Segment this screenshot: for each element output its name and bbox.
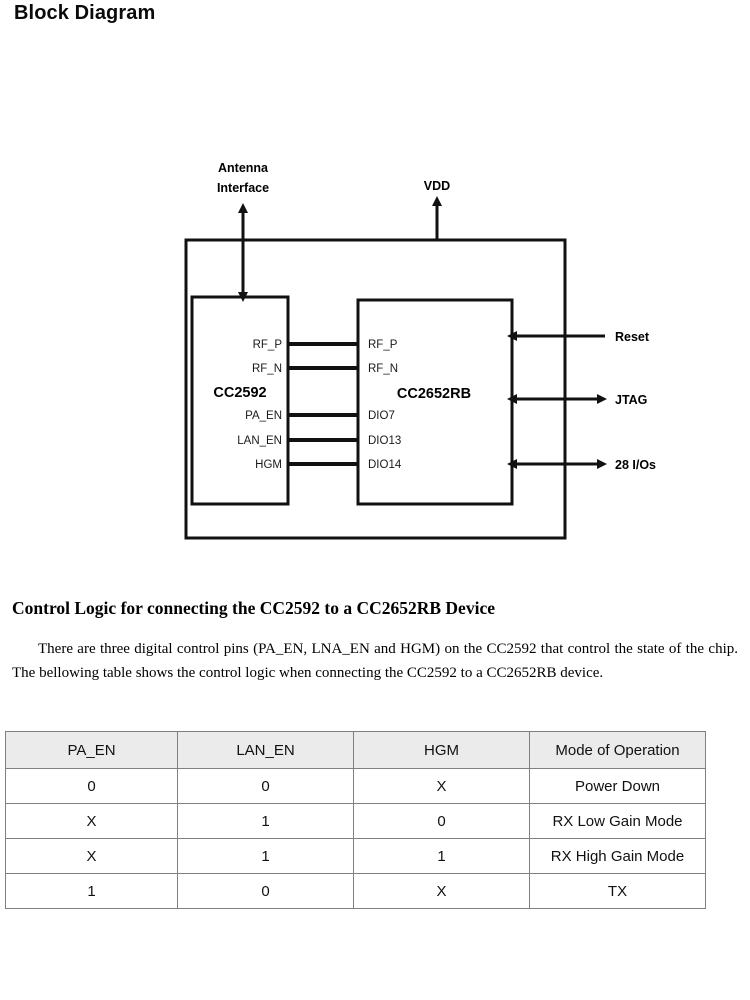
cc2592-pin-lan-en: LAN_EN	[237, 435, 282, 447]
cc2652rb-chip-label: CC2652RB	[397, 386, 471, 402]
column-header-lan-en: LAN_EN	[177, 731, 354, 769]
cell-mode: TX	[529, 873, 706, 909]
cell-hgm: 0	[353, 803, 530, 839]
table-header-row: PA_EN LAN_EN HGM Mode of Operation	[5, 731, 706, 769]
control-logic-table: PA_EN LAN_EN HGM Mode of Operation 0 0 X…	[5, 731, 706, 909]
cc2652rb-pin-dio14: DIO14	[368, 459, 402, 471]
cell-pa-en: 0	[5, 768, 178, 804]
cc2592-pin-hgm: HGM	[255, 459, 282, 471]
cc2652rb-pin-rf-n: RF_N	[368, 363, 398, 375]
cell-lan-en: 1	[177, 838, 354, 874]
cell-hgm: 1	[353, 838, 530, 874]
section-heading: Control Logic for connecting the CC2592 …	[12, 598, 495, 618]
module-outline-box	[184, 238, 567, 540]
block-diagram: Antenna Interface VDD CC2592 CC2652RB RF…	[0, 140, 750, 570]
cc2652rb-chip-box	[356, 298, 514, 506]
cell-mode: RX High Gain Mode	[529, 838, 706, 874]
cell-mode: Power Down	[529, 768, 706, 804]
cc2652rb-pin-dio13: DIO13	[368, 435, 401, 447]
cell-lan-en: 1	[177, 803, 354, 839]
cell-lan-en: 0	[177, 768, 354, 804]
table-row: X 1 0 RX Low Gain Mode	[5, 803, 706, 839]
column-header-pa-en: PA_EN	[5, 731, 178, 769]
cc2592-chip-label: CC2592	[213, 385, 266, 401]
vdd-label: VDD	[424, 179, 450, 193]
cell-hgm: X	[353, 768, 530, 804]
page-title: Block Diagram	[14, 2, 156, 24]
table-row: 0 0 X Power Down	[5, 768, 706, 804]
cc2592-pin-pa-en: PA_EN	[245, 410, 282, 422]
cell-pa-en: X	[5, 838, 178, 874]
ios-label: 28 I/Os	[615, 458, 656, 472]
cell-pa-en: 1	[5, 873, 178, 909]
cc2592-pin-rf-p: RF_P	[253, 339, 283, 351]
cc2592-pin-rf-n: RF_N	[252, 363, 282, 375]
reset-label: Reset	[615, 330, 650, 344]
column-header-mode: Mode of Operation	[529, 731, 706, 769]
jtag-label: JTAG	[615, 393, 647, 407]
table-row: 1 0 X TX	[5, 873, 706, 909]
column-header-hgm: HGM	[353, 731, 530, 769]
control-logic-table-wrapper: PA_EN LAN_EN HGM Mode of Operation 0 0 X…	[5, 731, 706, 909]
cc2652rb-pin-dio7: DIO7	[368, 410, 395, 422]
cell-hgm: X	[353, 873, 530, 909]
cc2652rb-pin-rf-p: RF_P	[368, 339, 398, 351]
antenna-interface-label-line2: Interface	[217, 181, 269, 195]
cell-mode: RX Low Gain Mode	[529, 803, 706, 839]
table-row: X 1 1 RX High Gain Mode	[5, 838, 706, 874]
cc2592-chip-box	[190, 295, 290, 506]
section-paragraph: There are three digital control pins (PA…	[12, 641, 738, 681]
cell-pa-en: X	[5, 803, 178, 839]
cell-lan-en: 0	[177, 873, 354, 909]
antenna-interface-label-line1: Antenna	[218, 161, 269, 175]
